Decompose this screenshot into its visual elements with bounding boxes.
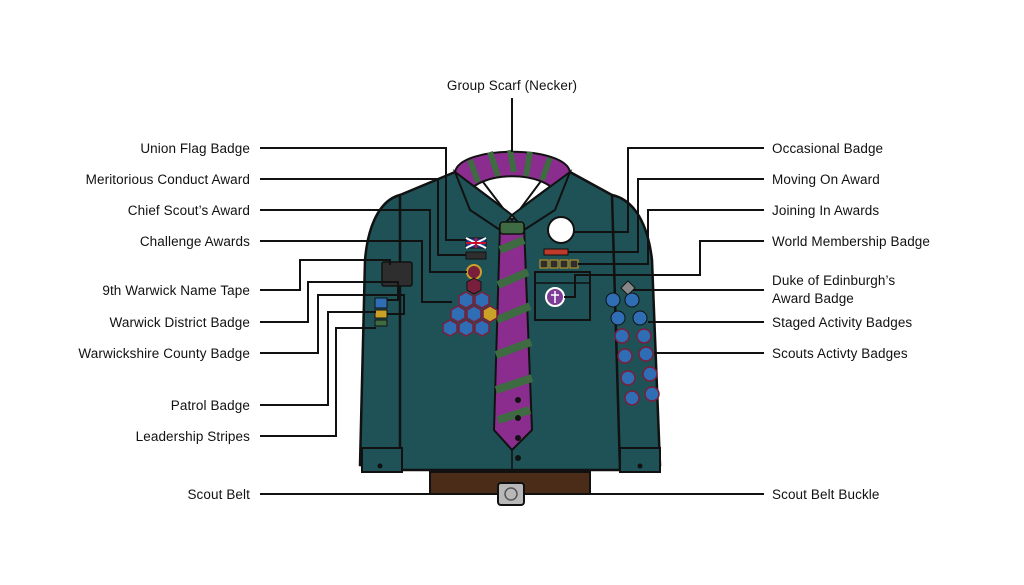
label-patrol-badge: Patrol Badge: [170, 398, 250, 413]
label-duke-of-edinburgh-line2: Award Badge: [772, 291, 854, 306]
label-name-tape: 9th Warwick Name Tape: [102, 283, 250, 298]
shirt-button: [515, 397, 521, 403]
label-scout-belt: Scout Belt: [187, 487, 250, 502]
label-scouts-activity-badges: Scouts Activty Badges: [772, 346, 908, 361]
label-joining-in-awards: Joining In Awards: [772, 203, 880, 218]
shirt-button: [515, 455, 521, 461]
patrol-badge: [374, 319, 388, 327]
occasional-badge: [547, 216, 575, 244]
leader-lines: [260, 98, 764, 495]
label-union-flag-badge: Union Flag Badge: [140, 141, 250, 156]
woggle: [499, 221, 525, 235]
scouts-activity-badges: [614, 328, 660, 406]
district-badge: [374, 297, 388, 309]
joining-in-awards-badges: [539, 259, 579, 269]
union-flag-badge: [465, 237, 487, 249]
county-badge: [374, 309, 388, 319]
shirt-button: [515, 435, 521, 441]
label-occasional-badge: Occasional Badge: [772, 141, 884, 156]
label-group-scarf: Group Scarf (Necker): [446, 78, 578, 93]
duke-of-edinburgh-badge: [620, 280, 636, 296]
label-chief-scout-award: Chief Scout’s Award: [127, 203, 250, 218]
label-world-membership-badge: World Membership Badge: [772, 234, 931, 249]
label-scout-belt-buckle: Scout Belt Buckle: [772, 487, 880, 502]
chief-scout-award-badge: [466, 264, 482, 280]
challenge-awards-cluster: [442, 277, 498, 337]
label-meritorious-conduct-award: Meritorious Conduct Award: [85, 172, 250, 187]
shirt-button: [515, 415, 521, 421]
staged-activity-badges: [605, 292, 648, 326]
label-leadership-stripes: Leadership Stripes: [135, 429, 250, 444]
left-sleeve: [358, 193, 407, 472]
label-duke-of-edinburgh-line1: Duke of Edinburgh’s: [772, 273, 896, 288]
moving-on-award-badge: [543, 248, 569, 256]
label-county-badge: Warwickshire County Badge: [78, 346, 250, 361]
meritorious-conduct-badge: [465, 251, 487, 260]
belt-buckle: [497, 482, 525, 506]
label-district-badge: Warwick District Badge: [109, 315, 250, 330]
left-cuff: [361, 447, 403, 473]
label-moving-on-award: Moving On Award: [772, 172, 880, 187]
label-staged-activity-badges: Staged Activity Badges: [772, 315, 913, 330]
label-challenge-awards: Challenge Awards: [139, 234, 250, 249]
right-cuff: [619, 447, 661, 473]
